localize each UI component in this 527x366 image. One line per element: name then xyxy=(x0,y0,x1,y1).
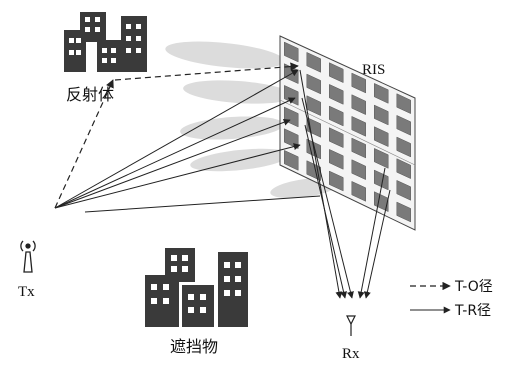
tx-label: Tx xyxy=(18,284,35,300)
tr-path xyxy=(54,118,291,209)
ris-element xyxy=(329,149,344,170)
reflected-path xyxy=(301,97,354,299)
ris-element xyxy=(351,159,366,180)
to-path xyxy=(114,62,299,81)
rx-label: Rx xyxy=(342,346,360,362)
tr-path xyxy=(54,143,301,209)
tr-path xyxy=(54,97,296,209)
ris-element xyxy=(306,95,321,116)
ris-element xyxy=(351,181,366,202)
tr-path xyxy=(84,195,321,213)
reflected-path xyxy=(299,69,343,299)
reflected-path xyxy=(363,189,391,299)
ris-element xyxy=(351,94,366,115)
ris-element xyxy=(306,73,321,95)
ris-element xyxy=(396,136,411,158)
ris-element xyxy=(329,127,344,148)
ris-element xyxy=(351,137,366,159)
legend-label-tr: T-R径 xyxy=(454,303,491,319)
reflected-path xyxy=(304,124,347,299)
ris-element xyxy=(396,201,411,223)
ris-element xyxy=(329,170,344,192)
tx-antenna-icon xyxy=(20,240,36,273)
to-paths xyxy=(54,62,299,209)
ris-element xyxy=(396,158,411,179)
ris-label: RIS xyxy=(362,62,385,78)
ris-element xyxy=(374,83,389,104)
ris-element xyxy=(374,126,389,147)
ris-element xyxy=(396,180,411,201)
ris-element xyxy=(284,41,299,63)
ris-element xyxy=(351,72,366,94)
ris-element xyxy=(396,93,411,114)
ris-element xyxy=(329,84,344,105)
reflector-building-icon xyxy=(64,12,147,72)
ris-element xyxy=(374,148,389,169)
to-path xyxy=(54,79,114,209)
ris-element xyxy=(306,52,321,73)
legend: T-O径 T-R径 xyxy=(410,279,493,319)
reflected-path xyxy=(357,167,386,299)
ris-element xyxy=(396,115,411,136)
legend-label-to: T-O径 xyxy=(454,279,493,295)
obstacle-building-icon xyxy=(145,248,248,327)
ris-element xyxy=(351,116,366,137)
tr-path xyxy=(54,69,299,209)
ris-element xyxy=(374,104,389,126)
obstacle-label: 遮挡物 xyxy=(170,337,218,356)
ris-element-grid xyxy=(284,41,411,223)
ris-panel xyxy=(279,35,416,231)
reflector-label: 反射体 xyxy=(66,85,114,104)
ris-element xyxy=(329,105,344,127)
rx-antenna-icon xyxy=(346,315,356,336)
ris-element xyxy=(284,150,299,171)
ris-element xyxy=(329,62,344,83)
beam-lobe xyxy=(165,41,285,69)
beam-lobe xyxy=(183,80,293,104)
tr-paths xyxy=(54,69,391,299)
